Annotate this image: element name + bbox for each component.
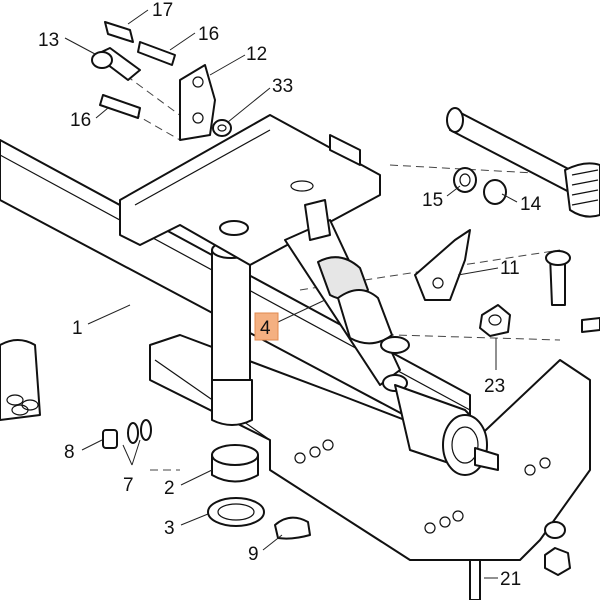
hardware-bag [0,339,41,421]
nuts-part-7 [102,419,152,449]
leader-lines [64,9,518,579]
callout-7[interactable]: 7 [123,475,134,496]
bolt-part-11-side [545,250,571,306]
ring-part-3 [207,497,265,527]
nut-part-14 [483,179,507,205]
callout-4[interactable]: 4 [260,318,271,339]
callout-9[interactable]: 9 [248,544,259,565]
callout-2[interactable]: 2 [164,478,175,499]
clip-part-9 [274,516,311,540]
pin-part-16-lower [99,94,141,119]
rear-rod [446,107,581,196]
spring [564,162,600,218]
callout-14[interactable]: 14 [520,194,542,215]
callout-labels: 17 13 16 12 33 16 15 14 11 1 4 23 8 7 2 … [38,0,542,590]
callout-33[interactable]: 33 [272,76,293,97]
callout-15[interactable]: 15 [422,190,443,211]
rod-part-21 [469,559,481,600]
pin-part-16-upper [137,41,176,66]
vertical-post [211,241,251,394]
lower-pin [211,379,253,426]
fork-bracket-part-11 [414,229,471,301]
fastener-part-17 [104,21,134,43]
bolt-part-13 [91,47,141,81]
nut-part-23 [479,304,511,337]
callout-3[interactable]: 3 [164,518,175,539]
callout-23[interactable]: 23 [484,376,505,397]
washer-part-33 [212,119,232,137]
bushing-part-2 [211,444,259,483]
callout-12[interactable]: 12 [246,44,267,65]
front-roller [394,384,499,476]
callout-4-highlight[interactable] [254,312,279,341]
callout-16-upper[interactable]: 16 [198,24,219,45]
callout-16-lower[interactable]: 16 [70,110,91,131]
callout-8[interactable]: 8 [64,442,75,463]
callout-21[interactable]: 21 [500,569,521,590]
callout-17[interactable]: 17 [152,0,173,21]
handle-lever-part-4 [284,199,410,392]
callout-11[interactable]: 11 [500,258,520,279]
base-plate [149,334,591,561]
callout-13[interactable]: 13 [38,30,59,51]
callout-1[interactable]: 1 [72,318,83,339]
washers-right-bottom [544,317,600,576]
plate-part-12 [179,64,216,141]
